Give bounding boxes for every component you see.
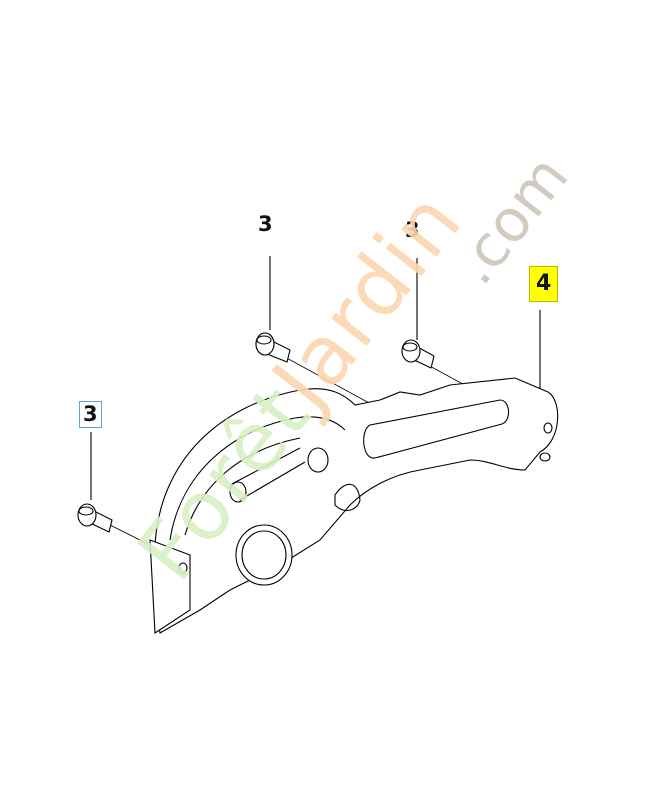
callout-screw-right: 3 bbox=[405, 218, 420, 242]
callout-blade-guard: 4 bbox=[529, 266, 559, 302]
callout-screw-left: 3 bbox=[79, 401, 102, 428]
screw-icon bbox=[255, 332, 291, 363]
callout-screw-top: 3 bbox=[258, 212, 273, 236]
screw-icon bbox=[401, 339, 435, 369]
screw-icon bbox=[77, 503, 113, 533]
blade-guard-icon bbox=[149, 377, 559, 634]
